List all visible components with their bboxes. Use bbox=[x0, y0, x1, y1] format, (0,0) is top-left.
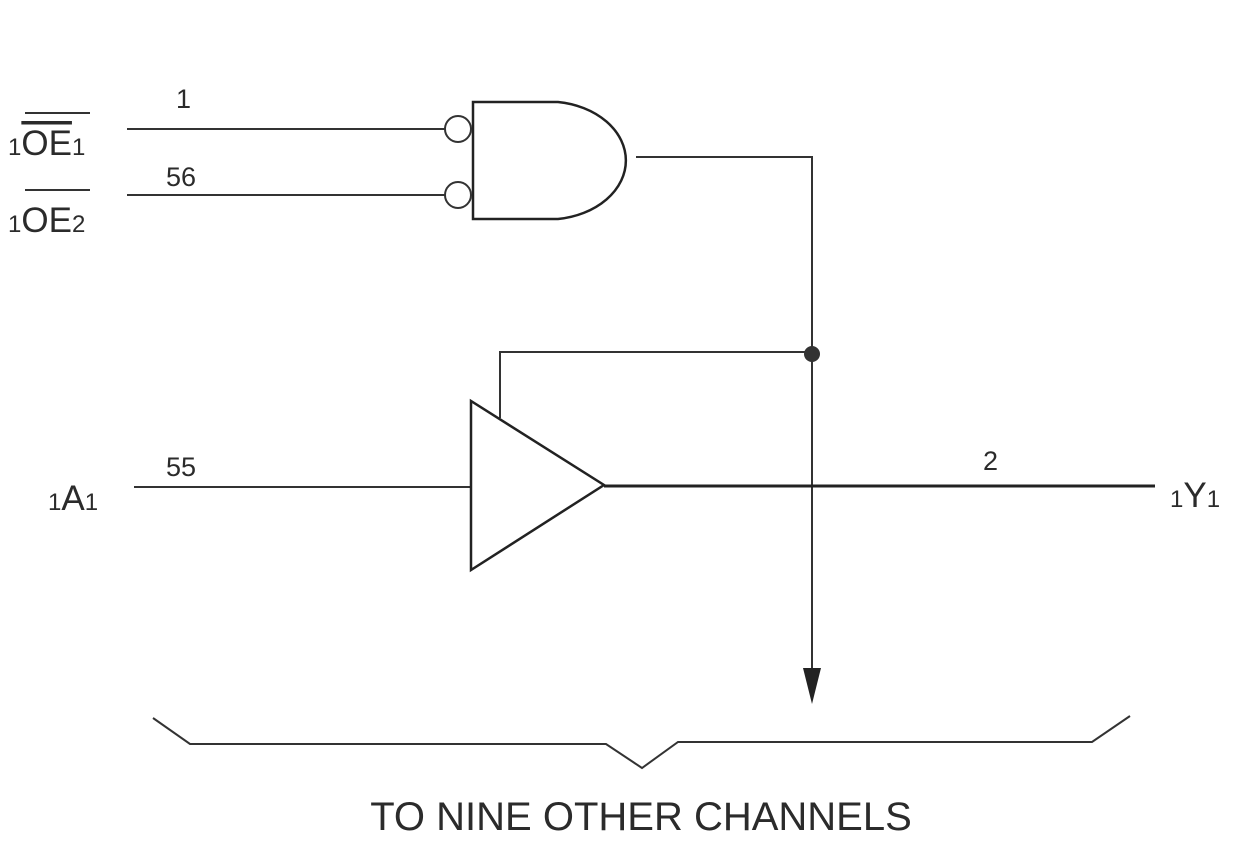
y1-pin-number: 2 bbox=[983, 446, 998, 476]
y1-name: Y bbox=[1183, 476, 1206, 515]
a1-name: A bbox=[61, 479, 85, 518]
channels-caption: TO NINE OTHER CHANNELS bbox=[370, 795, 912, 839]
a1-pin-number: 55 bbox=[166, 452, 196, 482]
oe1-prefix: 1 bbox=[8, 134, 21, 161]
tri-state-buffer-symbol bbox=[469, 398, 607, 573]
enable-wire bbox=[636, 156, 813, 354]
oe2-input: 56 1OE2 bbox=[8, 162, 472, 240]
a1-input: 55 1A1 bbox=[48, 452, 471, 518]
oe1-inversion-bubble bbox=[444, 115, 472, 143]
oe2-label: 1OE2 bbox=[8, 201, 85, 240]
buffer-enable-wire bbox=[499, 351, 812, 418]
y1-label: 1Y1 bbox=[1170, 476, 1220, 515]
oe1-pin-number: 1 bbox=[176, 84, 191, 114]
a1-label: 1A1 bbox=[48, 479, 98, 518]
and-gate-symbol bbox=[471, 100, 628, 221]
oe2-name: OE bbox=[21, 201, 72, 240]
y1-suffix: 1 bbox=[1207, 486, 1220, 513]
oe2-inversion-bubble bbox=[444, 181, 472, 209]
oe1-label: 1OE1 bbox=[8, 124, 85, 163]
oe2-pin-number: 56 bbox=[166, 162, 196, 192]
down-arrow-icon bbox=[803, 668, 821, 704]
a1-suffix: 1 bbox=[85, 489, 98, 516]
oe2-prefix: 1 bbox=[8, 211, 21, 238]
a1-prefix: 1 bbox=[48, 489, 61, 516]
y1-prefix: 1 bbox=[1170, 486, 1183, 513]
oe1-suffix: 1 bbox=[72, 134, 85, 161]
oe2-suffix: 2 bbox=[72, 211, 85, 238]
y1-output: 2 1Y1 bbox=[604, 446, 1220, 515]
oe1-input: 1 1OE1 bbox=[8, 84, 472, 163]
oe1-name: OE bbox=[21, 124, 72, 163]
channels-brace bbox=[152, 715, 1131, 770]
